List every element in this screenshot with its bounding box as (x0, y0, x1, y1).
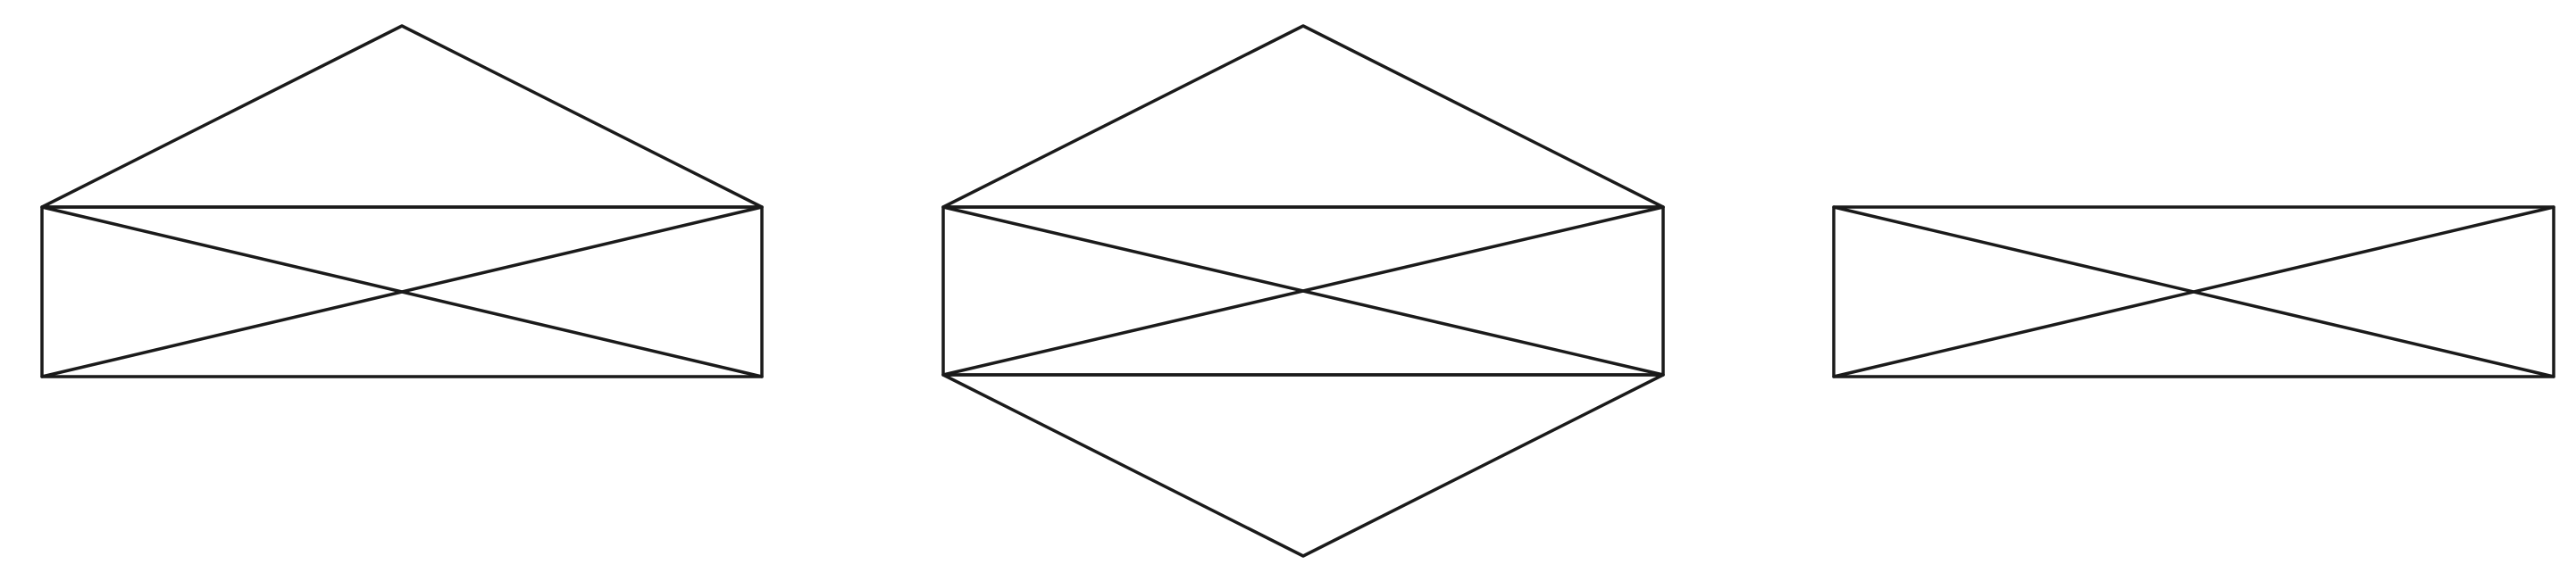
figure-3-rectangle (1832, 205, 2555, 378)
figure-2-bottom-triangle (941, 373, 1665, 558)
figure-3 (1832, 205, 2555, 378)
figure-1-diagonal-b (40, 205, 764, 378)
figure-1-top-triangle (40, 24, 764, 209)
figure-3-diagonal-b (1832, 205, 2555, 378)
figure-1 (40, 24, 764, 378)
figure-1-rectangle (40, 205, 764, 378)
figure-2-diagonal-b (941, 205, 1665, 377)
figure-2 (941, 24, 1665, 558)
figure-2-top-triangle (941, 24, 1665, 209)
